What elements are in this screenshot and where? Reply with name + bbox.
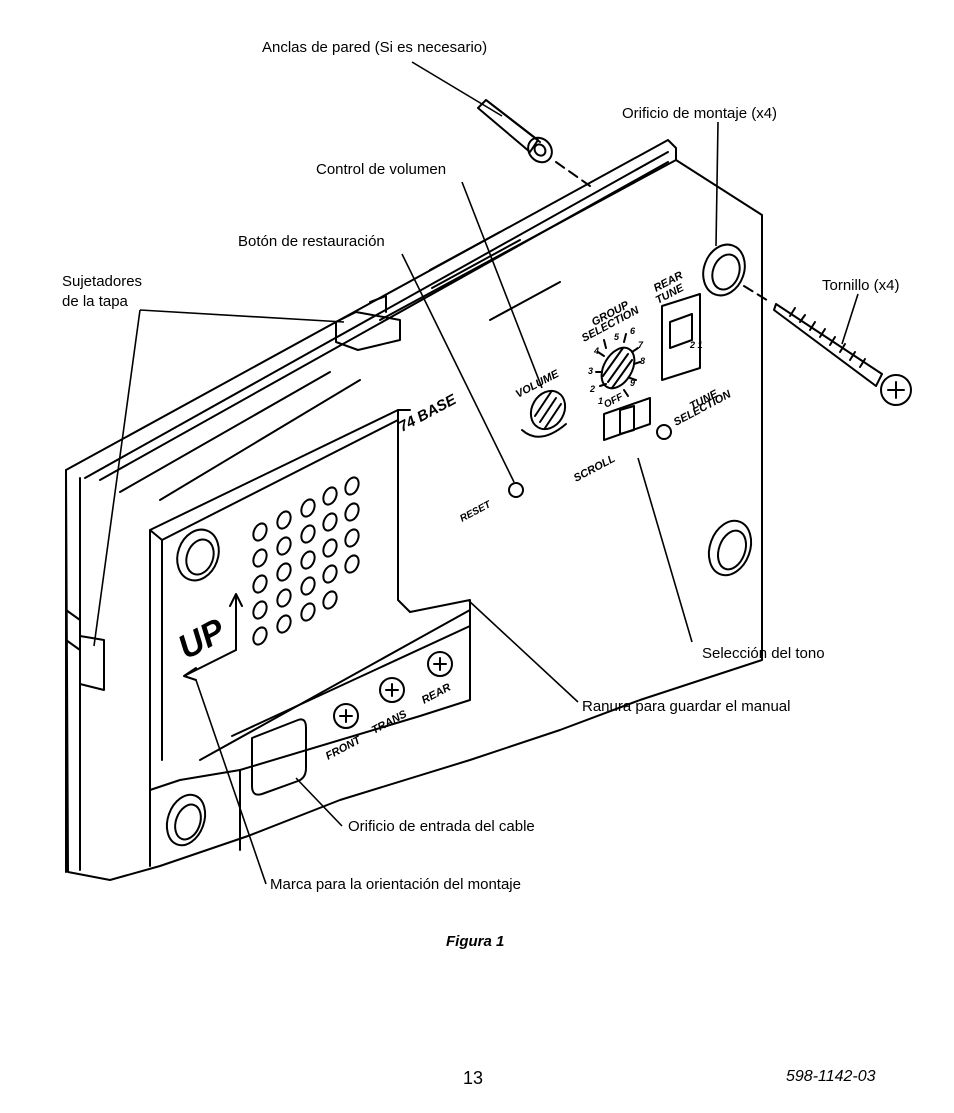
leader-volume [461,181,543,389]
callout-reset-button: Botón de restauración [238,233,385,250]
callout-wall-anchors: Anclas de pared (Si es necesario) [262,39,488,56]
up-arrow [229,593,243,651]
callout-tune-selection: Selección del tono [702,645,825,662]
reset-button [508,482,524,498]
label-switch-positions: 2 1 [689,340,703,350]
callout-cover-fasteners-1: Sujetadores [62,273,143,290]
leader-cable-hole [295,777,343,827]
dial-number: 1 [598,396,603,406]
leader-mounting-hole [715,121,719,247]
dial-number: 4 [593,346,599,356]
label-rear: REAR [420,681,453,706]
wall-anchor [477,99,553,164]
volume-knob [529,389,567,431]
cable-entry-hole [251,718,307,796]
figure-caption: Figura 1 [446,933,505,950]
screw-guide-line [743,285,771,303]
tune-selection-switch [603,397,651,441]
dial-number: 2 [589,384,595,394]
dial-number: 5 [614,332,620,342]
label-scroll: SCROLL [572,453,618,485]
dial-number: 3 [588,366,593,376]
anchor-guide-line [555,161,591,187]
dial-number: 9 [630,378,635,388]
callout-mounting-hole: Orificio de montaje (x4) [622,105,778,122]
mount-hole-housing [176,528,220,582]
document-number: 598-1142-03 [786,1068,876,1085]
rear-tune-switch [661,293,701,381]
label-reset: RESET [458,499,493,525]
terminal-trans [379,677,405,703]
tune-selection-button [656,424,672,440]
mount-hole-bottom-left [165,793,207,847]
cover-fastener-top [335,311,401,351]
mount-hole-top-right [702,243,746,297]
leader-manual-slot [467,599,579,703]
label-74-base: 74 BASE [396,391,460,436]
volume-arrow [521,423,567,438]
leader-fasteners-top [139,309,345,323]
leader-reset [401,253,515,483]
label-volume: VOLUME [514,368,562,401]
callout-orientation-mark: Marca para la orientación del montaje [270,876,521,893]
group-selection-dial [600,346,636,390]
leader-screw [841,293,859,345]
leader-wall-anchors [411,61,503,117]
screw [773,303,912,406]
leader-tune-selection [637,457,693,643]
dial-number: 6 [630,326,636,336]
callout-manual-slot: Ranura para guardar el manual [582,698,791,715]
dial-number: 7 [638,340,644,350]
leader-orientation [195,679,267,885]
callout-cable-hole: Orificio de entrada del cable [348,818,535,835]
cover-fastener-side [79,635,105,691]
dial-number: 8 [640,356,645,366]
page-number: 13 [463,1068,484,1088]
base-plate-outline [65,139,763,881]
callout-screw: Tornillo (x4) [822,277,900,294]
label-trans: TRANS [370,708,410,737]
callout-volume-control: Control de volumen [316,161,447,178]
left-arrow [183,649,237,681]
callout-cover-fasteners-2: de la tapa [62,293,128,310]
terminal-front [333,703,359,729]
leader-fasteners-side [93,309,141,647]
mount-hole-bottom-right [707,519,753,577]
speaker-grille [252,476,360,646]
label-up: UP [172,611,232,667]
housing-outline [149,409,471,791]
terminal-rear [427,651,453,677]
